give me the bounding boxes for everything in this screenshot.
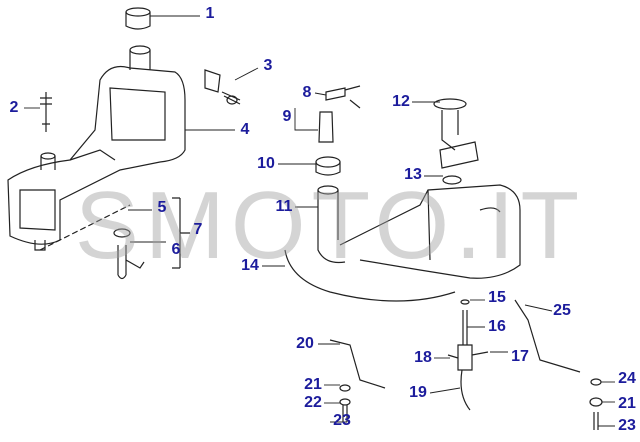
label-21: 21 <box>304 376 322 393</box>
label-9: 9 <box>282 108 292 125</box>
label-5: 5 <box>157 199 167 216</box>
label-14: 14 <box>241 257 259 274</box>
label-1: 1 <box>205 5 215 22</box>
label-10: 10 <box>257 155 275 172</box>
bracket-screw-part <box>204 69 241 105</box>
grommet-part <box>40 92 52 132</box>
bracket-20 <box>329 339 386 389</box>
label-11: 11 <box>275 198 293 215</box>
fuel-tank-part <box>317 184 521 279</box>
label-22: 22 <box>304 394 322 411</box>
label-18: 18 <box>414 349 432 366</box>
label-7: 7 <box>193 221 203 238</box>
label-20: 20 <box>296 335 314 352</box>
label-24: 24 <box>618 370 636 387</box>
label-4: 4 <box>240 121 250 138</box>
label-15: 15 <box>488 289 506 306</box>
label-16: 16 <box>488 318 506 335</box>
label-21-right: 21 <box>618 395 636 412</box>
fuel-tap-part <box>447 299 489 411</box>
label-19: 19 <box>409 384 427 401</box>
bracket-7 <box>172 197 190 269</box>
label-13: 13 <box>404 166 422 183</box>
label-8: 8 <box>302 84 312 101</box>
label-25: 25 <box>553 302 571 319</box>
filter-part <box>39 204 145 280</box>
label-17: 17 <box>511 348 529 365</box>
watermark: SMOTO.IT <box>74 172 586 279</box>
o-ring-part <box>442 175 462 185</box>
fuel-sender-part <box>433 98 479 169</box>
label-23: 23 <box>333 412 351 429</box>
cap-part <box>125 7 151 30</box>
label-3: 3 <box>263 57 273 74</box>
label-23-right: 23 <box>618 417 636 434</box>
label-12: 12 <box>392 93 410 110</box>
label-6: 6 <box>171 241 181 258</box>
bracket-25 <box>514 299 581 373</box>
leader-lines <box>24 15 615 427</box>
lock-key-part <box>318 85 361 143</box>
hose-part <box>284 249 456 302</box>
filler-cap-part <box>315 156 341 176</box>
label-2: 2 <box>9 99 19 116</box>
